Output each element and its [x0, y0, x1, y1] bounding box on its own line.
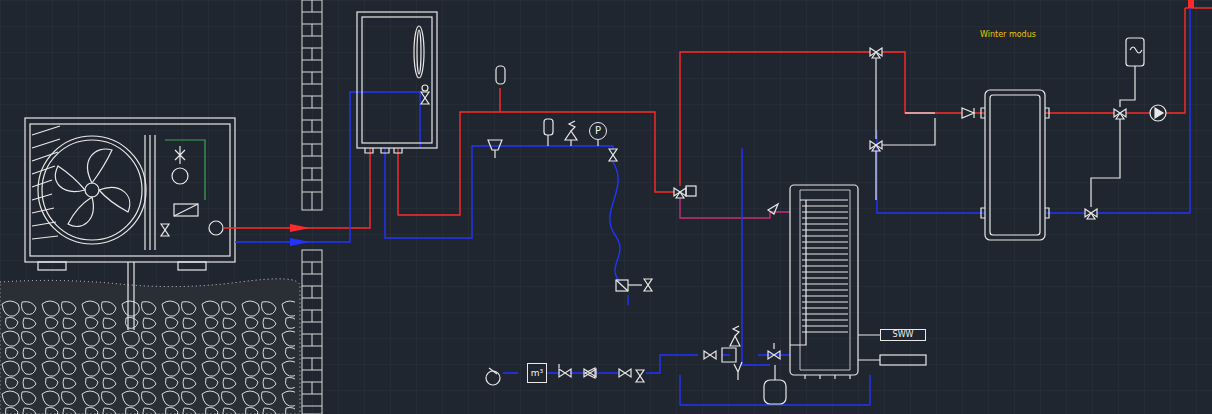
- note-label: Winter modus: [980, 30, 1036, 39]
- heat-pump-unit: [25, 118, 235, 330]
- flow-arrow: [290, 238, 310, 246]
- indoor-unit: [357, 12, 437, 153]
- node-text: m³: [531, 369, 543, 378]
- water-meter: m³: [527, 363, 547, 383]
- flow-arrow: [290, 224, 310, 232]
- outlet-box: SWW: [880, 329, 926, 341]
- dhw-tank: [790, 185, 926, 379]
- ground: [0, 279, 300, 414]
- fittings: [486, 38, 1166, 404]
- wall: [302, 0, 322, 414]
- pressure-gauge: P: [589, 122, 607, 140]
- node-text: SWW: [893, 331, 914, 339]
- buffer-tank: [981, 90, 1049, 240]
- supply-pipe: [223, 8, 1212, 228]
- return-pipe: [235, 0, 1190, 405]
- node-text: P: [595, 126, 601, 136]
- dhw-pipe: [680, 198, 790, 218]
